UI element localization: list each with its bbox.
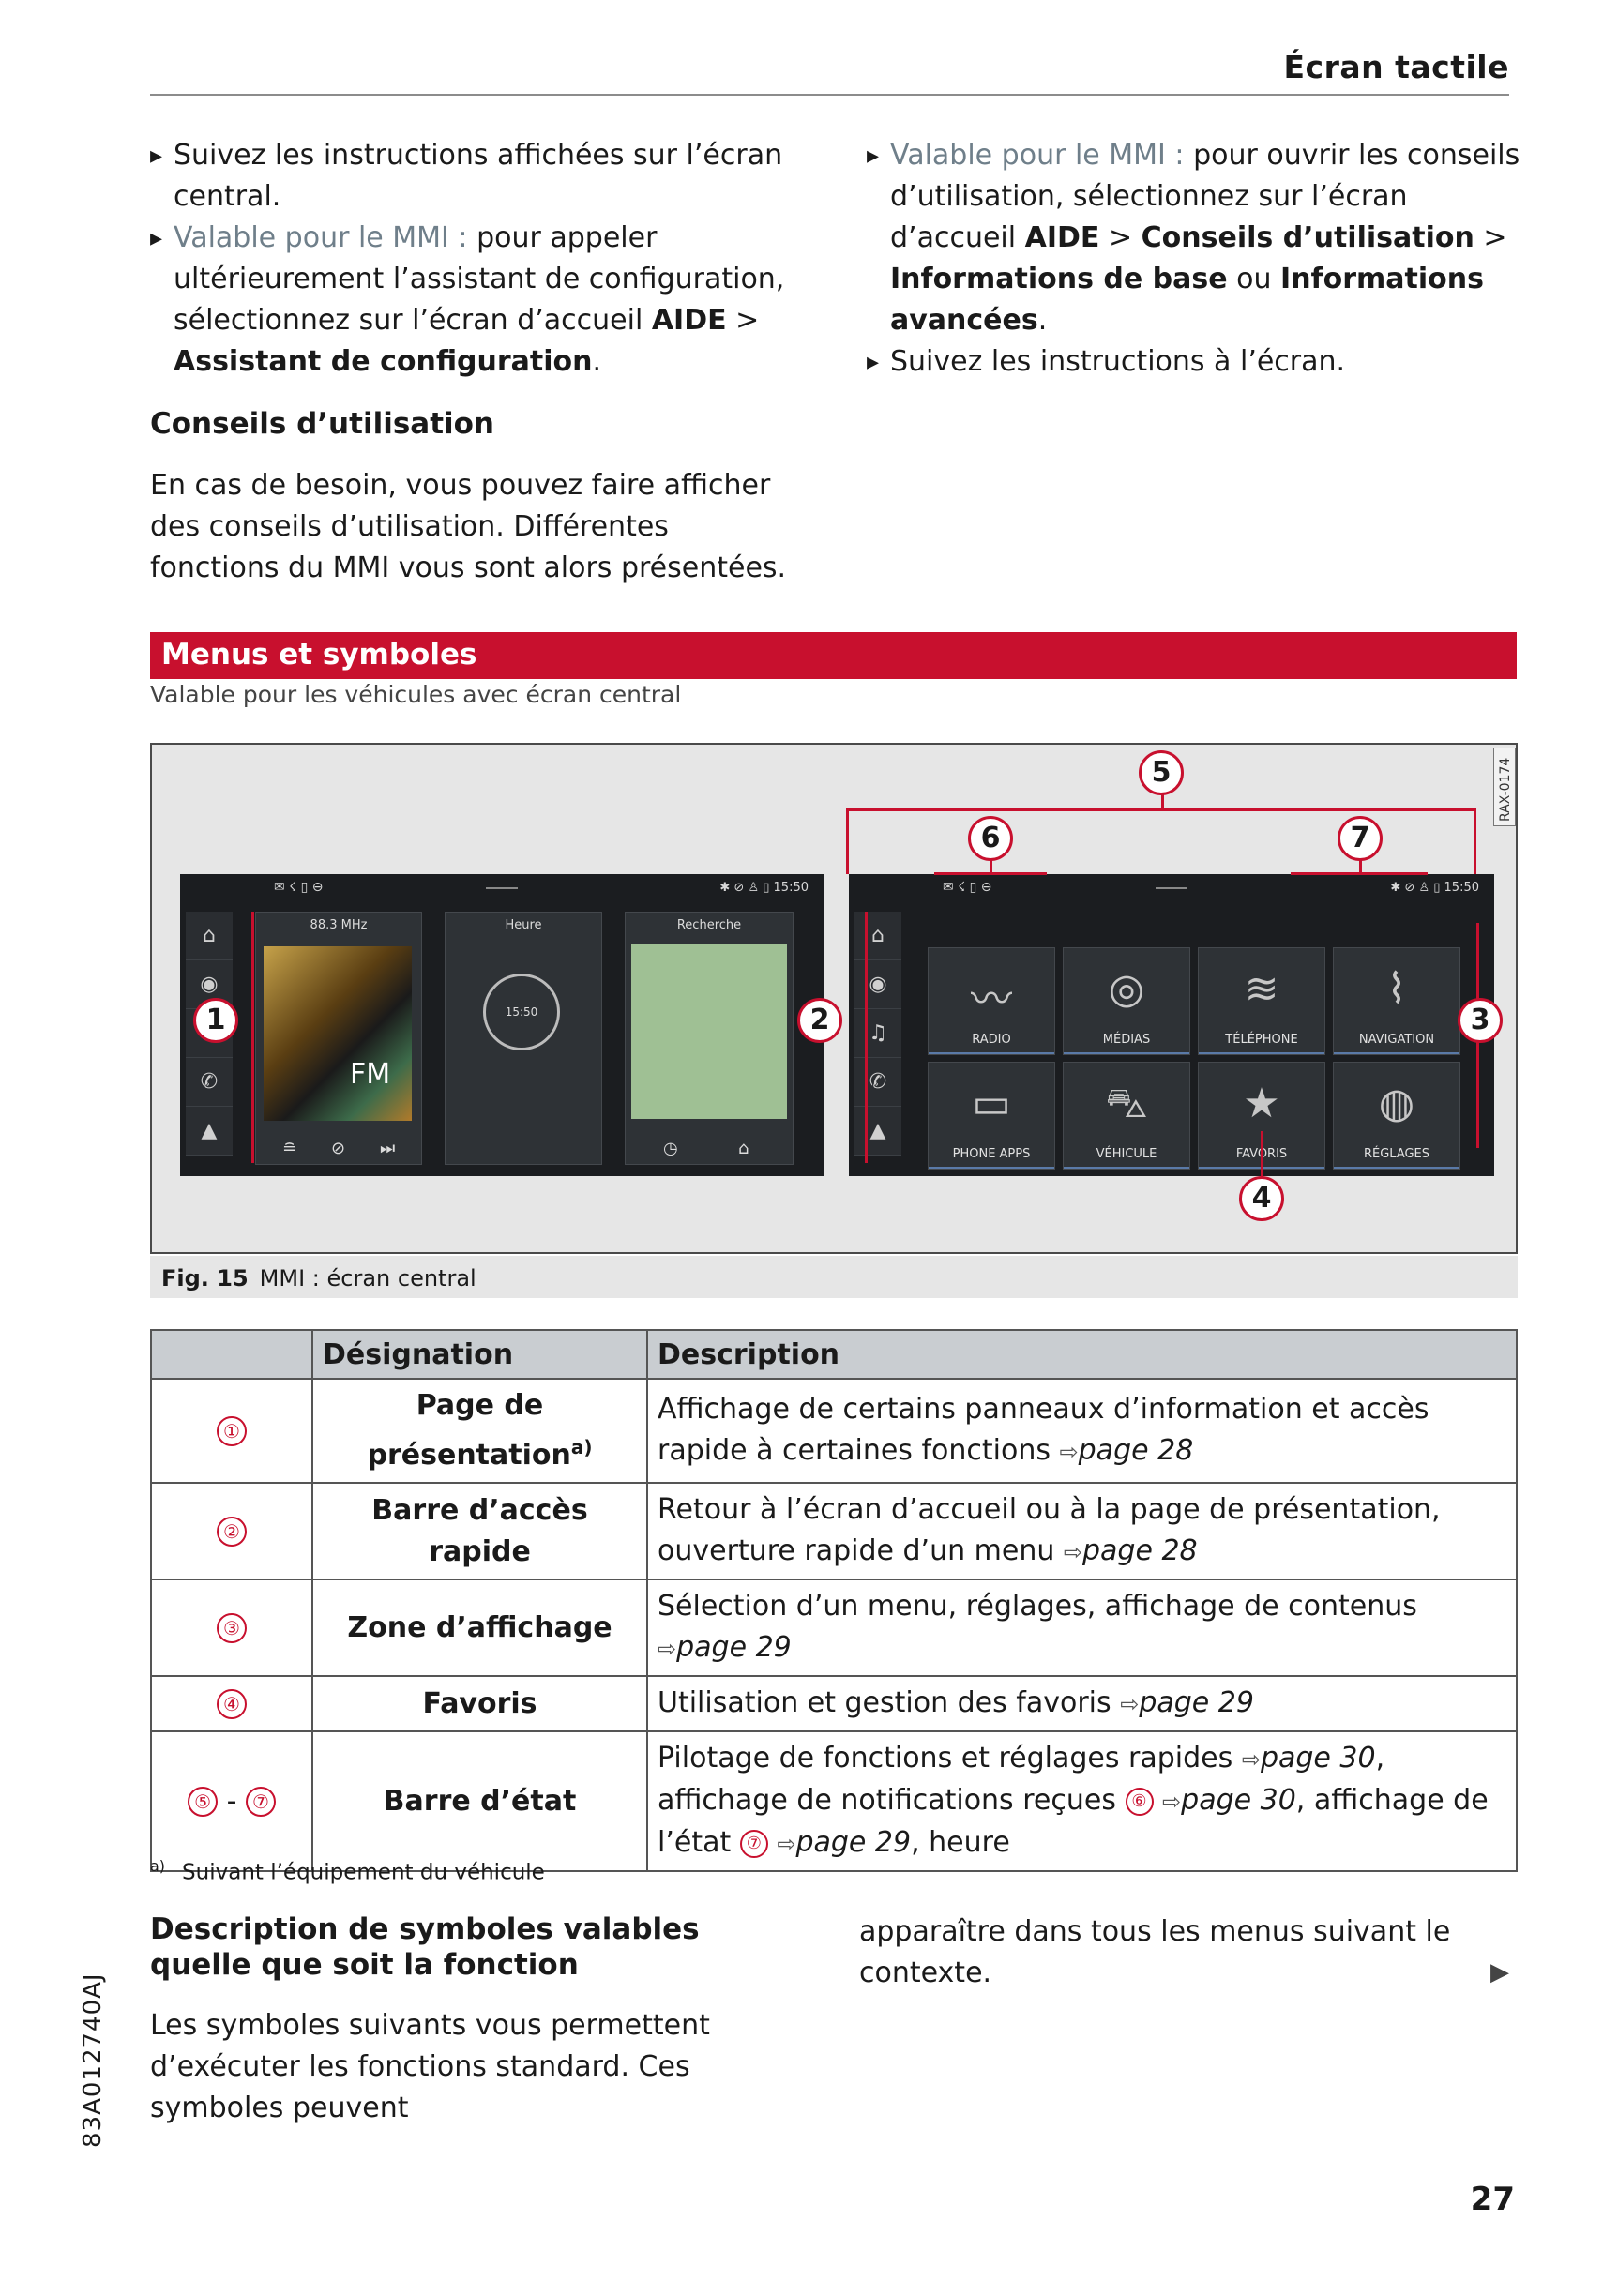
home-destination-icon: ⌂: [738, 1139, 749, 1158]
figure-caption-text: MMI : écran central: [259, 1265, 476, 1292]
conseils-paragraph: En cas de besoin, vous pouvez faire affi…: [150, 469, 787, 584]
callout-2: 2: [797, 998, 842, 1043]
legend-table: Désignation Description ① Page de présen…: [150, 1329, 1518, 1872]
figure-code: RAX-0174: [1493, 748, 1516, 826]
section-title: Menus et symboles: [161, 638, 477, 672]
callout-1: 1: [193, 998, 238, 1043]
search-tile-label: Recherche: [676, 918, 742, 932]
callout-5: 5: [1139, 750, 1184, 795]
radio-icon: ◉: [854, 960, 901, 1009]
section-bar: Menus et symboles: [150, 632, 1517, 679]
phone-icon: ✆: [186, 1058, 233, 1107]
table-row: ③ Zone d’affichage Sélection d’un menu, …: [150, 1578, 1518, 1677]
symbols-paragraph-right: apparaître dans tous les menus suivant l…: [859, 1915, 1451, 1989]
phone-icon: ✆: [854, 1058, 901, 1107]
status-bar: ✉ ☇ ▯ ⊖ ✱ ⊘ ♙ ▯ 15:50: [180, 874, 824, 904]
instruction-bullet: Suivez les instructions à l’écran.: [867, 341, 1523, 383]
page-reference-link[interactable]: page 30: [1260, 1742, 1376, 1775]
status-icons: ✉ ☇ ▯ ⊖: [943, 880, 992, 895]
skip-icon: ⏭: [380, 1139, 396, 1158]
page-reference-link[interactable]: page 29: [676, 1631, 792, 1664]
footnote: a)Suivant l’équipement du véhicule: [150, 1857, 545, 1885]
navigation-tile: Recherche ◷ ⌂: [625, 912, 794, 1165]
radio-freq: 88.3 MHz: [310, 918, 368, 932]
callout-line-5a: [846, 808, 849, 874]
page-reference-link[interactable]: page 29: [1139, 1686, 1254, 1719]
callout-3: 3: [1458, 998, 1503, 1043]
instruction-bullet: Valable pour le MMI : pour appeler ultér…: [150, 218, 807, 383]
app-tile-telephone: ≋TÉLÉPHONE: [1198, 947, 1325, 1055]
status-icons: ✉ ☇ ▯ ⊖: [274, 880, 324, 895]
clock-face: 15:50: [483, 974, 560, 1050]
table-row: ⑤ - ⑦ Barre d’état Pilotage de fonctions…: [150, 1730, 1518, 1872]
media-icon: ♫: [854, 1009, 901, 1058]
quick-access-bar: ⌂ ◉ ♫ ✆ ▲: [854, 912, 901, 1156]
history-icon: ◷: [663, 1139, 678, 1158]
table-row: ① Page de présentationa) Affichage de ce…: [150, 1378, 1518, 1484]
callout-bracket-1: [251, 912, 254, 1163]
section-applicability: Valable pour les véhicules avec écran ce…: [150, 681, 682, 708]
section-title: Écran tactile: [1283, 49, 1509, 85]
table-header: Description: [646, 1329, 1518, 1380]
radio-cover-art: [264, 946, 412, 1121]
callout-line-5b: [1474, 808, 1476, 874]
home-icon: ⌂: [854, 912, 901, 960]
table-header-row: Désignation Description: [150, 1329, 1518, 1380]
callout-4: 4: [1239, 1176, 1284, 1221]
symbols-heading: Description de symboles valables quelle …: [150, 1912, 700, 1982]
document-code: 83A012740AJ: [79, 1972, 107, 2148]
page-reference-link[interactable]: page 28: [1078, 1434, 1194, 1467]
figure-mmi-screens: RAX-0174 ✉ ☇ ▯ ⊖ ✱ ⊘ ♙ ▯ 15:50 ⌂ ◉ ♫ ✆ ▲…: [150, 743, 1518, 1254]
callout-line-6: [990, 850, 992, 874]
mmi-screen-overview: ✉ ☇ ▯ ⊖ ✱ ⊘ ♙ ▯ 15:50 ⌂ ◉ ♫ ✆ ▲ 88.3 MHz…: [180, 874, 824, 1176]
page-number: 27: [1470, 2181, 1515, 2218]
equalizer-icon: ≘: [282, 1139, 297, 1158]
mmi-screen-home: ✉ ☇ ▯ ⊖ ✱ ⊘ ♙ ▯ 15:50 ⌂ ◉ ♫ ✆ ▲ 〰RADIO ◎…: [849, 874, 1494, 1176]
callout-line-5: [1161, 786, 1164, 810]
status-bar: ✉ ☇ ▯ ⊖ ✱ ⊘ ♙ ▯ 15:50: [849, 874, 1494, 904]
status-time: ✱ ⊘ ♙ ▯ 15:50: [719, 881, 809, 895]
right-column: Valable pour le MMI : pour ouvrir les co…: [867, 135, 1523, 383]
table-header: [150, 1329, 313, 1380]
symbols-paragraph-left: Les symboles suivants vous permettent d’…: [150, 2009, 710, 2124]
callout-bracket-2: [865, 912, 868, 1163]
table-row: ② Barre d’accès rapide Retour à l’écran …: [150, 1482, 1518, 1580]
navigation-icon: ▲: [854, 1107, 901, 1156]
conseils-heading: Conseils d’utilisation: [150, 407, 495, 441]
mute-icon: ⊘: [331, 1139, 346, 1158]
app-tile-vehicule: ⛍VÉHICULE: [1063, 1062, 1190, 1170]
figure-number: Fig. 15: [161, 1265, 249, 1292]
clock-tile-label: Heure: [505, 918, 542, 932]
callout-line-4: [1261, 1131, 1263, 1199]
clock-tile: Heure 15:50: [445, 912, 602, 1165]
instruction-bullet: Valable pour le MMI : pour ouvrir les co…: [867, 135, 1523, 341]
callout-7: 7: [1338, 816, 1383, 861]
page-reference-link[interactable]: page 30: [1181, 1784, 1296, 1817]
map-view: [631, 944, 787, 1119]
callout-6: 6: [968, 816, 1013, 861]
navigation-icon: ▲: [186, 1107, 233, 1156]
app-tile-reglages: ◍RÉGLAGES: [1333, 1062, 1460, 1170]
figure-caption: Fig. 15 MMI : écran central: [150, 1256, 1518, 1298]
app-tile-phone-apps: ▭PHONE APPS: [928, 1062, 1055, 1170]
status-time: ✱ ⊘ ♙ ▯ 15:50: [1390, 881, 1479, 895]
continue-arrow-icon: ▶: [1490, 1958, 1509, 1986]
radio-tile: 88.3 MHz FM ≘ ⊘ ⏭: [255, 912, 422, 1165]
app-tile-navigation: ⌇NAVIGATION: [1333, 947, 1460, 1055]
header-rule: [150, 94, 1509, 96]
home-icon: ⌂: [186, 912, 233, 960]
app-tile-medias: ◎MÉDIAS: [1063, 947, 1190, 1055]
instruction-bullet: Suivez les instructions affichées sur l’…: [150, 135, 807, 218]
table-header: Désignation: [311, 1329, 648, 1380]
app-tile-radio: 〰RADIO: [928, 947, 1055, 1055]
callout-line-7: [1359, 850, 1362, 874]
page-reference-link[interactable]: page 29: [795, 1826, 912, 1859]
left-column: Suivez les instructions affichées sur l’…: [150, 135, 807, 383]
page-reference-link[interactable]: page 28: [1082, 1534, 1198, 1567]
table-row: ④ Favoris Utilisation et gestion des fav…: [150, 1675, 1518, 1732]
radio-band: FM: [350, 1058, 391, 1091]
